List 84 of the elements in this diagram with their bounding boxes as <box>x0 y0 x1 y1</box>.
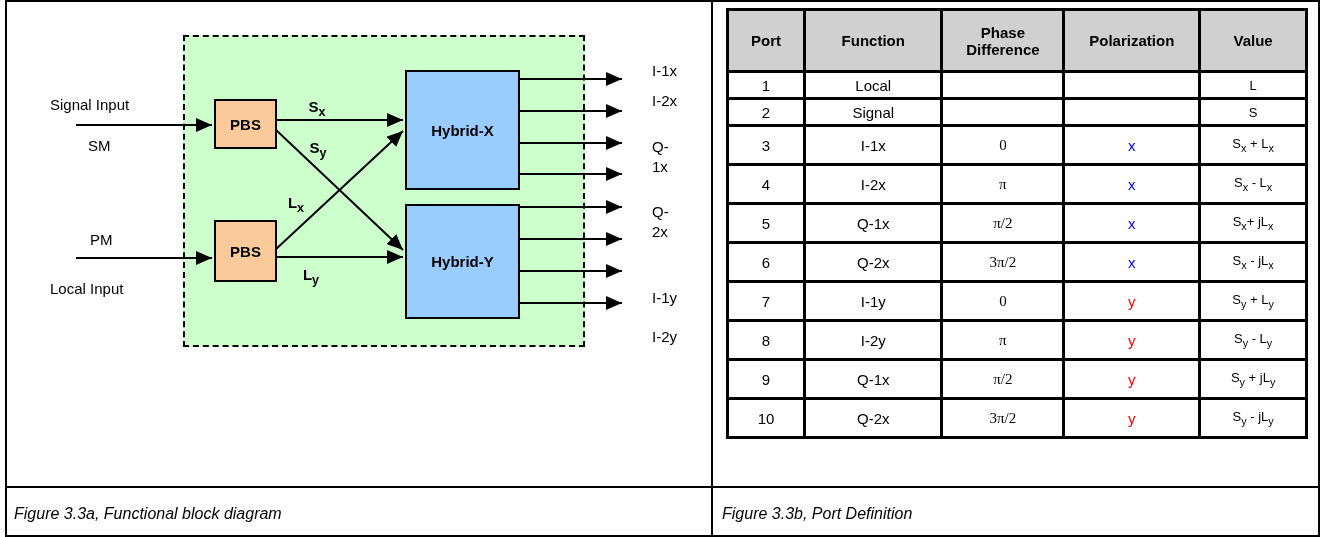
table-cell: I-1y <box>804 281 942 321</box>
port-label: I-1x <box>652 62 677 79</box>
table-cell: 10 <box>727 398 805 438</box>
edge-label: L$_{x}$ <box>287 193 305 215</box>
table-cell: π <box>941 320 1064 360</box>
figure-caption: Figure 3.3b, Port Definition <box>722 505 913 523</box>
arrow <box>517 264 623 278</box>
table-cell: S$_{y}$ - jL$_{y}$ <box>1199 398 1307 438</box>
input-label: Signal Input <box>50 96 130 113</box>
port-label: I-2x <box>652 92 677 109</box>
module-enclosure <box>183 35 585 347</box>
table-cell: 3 <box>727 125 805 165</box>
table-cell: S$_{y}$ + jL$_{y}$ <box>1199 359 1307 399</box>
column-header: Polarization <box>1063 9 1200 72</box>
table-cell: Signal <box>804 98 942 126</box>
arrow <box>517 296 623 310</box>
edge-label: S$_{y}$ <box>309 138 327 160</box>
arrow <box>517 72 623 86</box>
arrow <box>517 200 623 214</box>
column-header: Phase Difference <box>941 9 1064 72</box>
hybrid-block: Hybrid-X <box>405 70 520 190</box>
input-label: Local Input <box>50 280 124 297</box>
arrow <box>517 167 623 181</box>
table-cell: Local <box>804 71 942 99</box>
column-header: Port <box>727 9 805 72</box>
table-cell: x <box>1063 203 1200 243</box>
table-cell: 3π/2 <box>941 398 1064 438</box>
table-cell: 2 <box>727 98 805 126</box>
port-label: I-1y <box>652 289 677 306</box>
table-cell: 6 <box>727 242 805 282</box>
input-label: SM <box>88 137 111 154</box>
table-cell: 7 <box>727 281 805 321</box>
table-cell: y <box>1063 281 1200 321</box>
splitter-block: PBS <box>214 99 277 149</box>
table-cell: 8 <box>727 320 805 360</box>
hybrid-block: Hybrid-Y <box>405 204 520 319</box>
table-cell: Q-1x <box>804 359 942 399</box>
splitter-block: PBS <box>214 220 277 282</box>
table-cell: L <box>1199 71 1307 99</box>
table-cell: x <box>1063 125 1200 165</box>
table-cell: x <box>1063 164 1200 204</box>
port-label: Q-1x <box>652 137 670 177</box>
table-cell: Q-1x <box>804 203 942 243</box>
table-cell: I-2y <box>804 320 942 360</box>
table-cell: x <box>1063 242 1200 282</box>
table-cell: 1 <box>727 71 805 99</box>
table-cell: y <box>1063 320 1200 360</box>
table-cell: S$_{x}$+ jL$_{x}$ <box>1199 203 1307 243</box>
arrow <box>75 251 213 265</box>
port-label: Q-2x <box>652 202 670 242</box>
table-cell: y <box>1063 398 1200 438</box>
table-cell: π/2 <box>941 359 1064 399</box>
arrow <box>274 250 404 264</box>
table-cell: y <box>1063 359 1200 399</box>
arrow <box>75 118 213 132</box>
table-cell: S$_{x}$ + L$_{x}$ <box>1199 125 1307 165</box>
table-cell: S$_{y}$ - L$_{y}$ <box>1199 320 1307 360</box>
arrow <box>274 113 404 127</box>
port-label: I-2y <box>652 328 677 345</box>
table-cell: S <box>1199 98 1307 126</box>
input-label: PM <box>90 231 113 248</box>
table-cell: 0 <box>941 125 1064 165</box>
table-cell: 3π/2 <box>941 242 1064 282</box>
table-cell: I-2x <box>804 164 942 204</box>
column-header: Value <box>1199 9 1307 72</box>
table-cell: Q-2x <box>804 398 942 438</box>
table-cell: 0 <box>941 281 1064 321</box>
table-cell: 4 <box>727 164 805 204</box>
table-cell: I-1x <box>804 125 942 165</box>
table-cell: 9 <box>727 359 805 399</box>
column-header: Function <box>804 9 942 72</box>
table-cell: S$_{y}$ + L$_{y}$ <box>1199 281 1307 321</box>
arrow <box>517 232 623 246</box>
edge-label: S$_{x}$ <box>308 97 326 119</box>
table-cell: S$_{x}$ - jL$_{x}$ <box>1199 242 1307 282</box>
table-cell: Q-2x <box>804 242 942 282</box>
table-cell: π/2 <box>941 203 1064 243</box>
arrow <box>517 104 623 118</box>
table-cell: π <box>941 164 1064 204</box>
figure-caption: Figure 3.3a, Functional block diagram <box>14 505 282 523</box>
arrow <box>517 136 623 150</box>
table-cell: S$_{x}$ - L$_{x}$ <box>1199 164 1307 204</box>
table-cell: 5 <box>727 203 805 243</box>
edge-label: L$_{y}$ <box>302 265 320 287</box>
